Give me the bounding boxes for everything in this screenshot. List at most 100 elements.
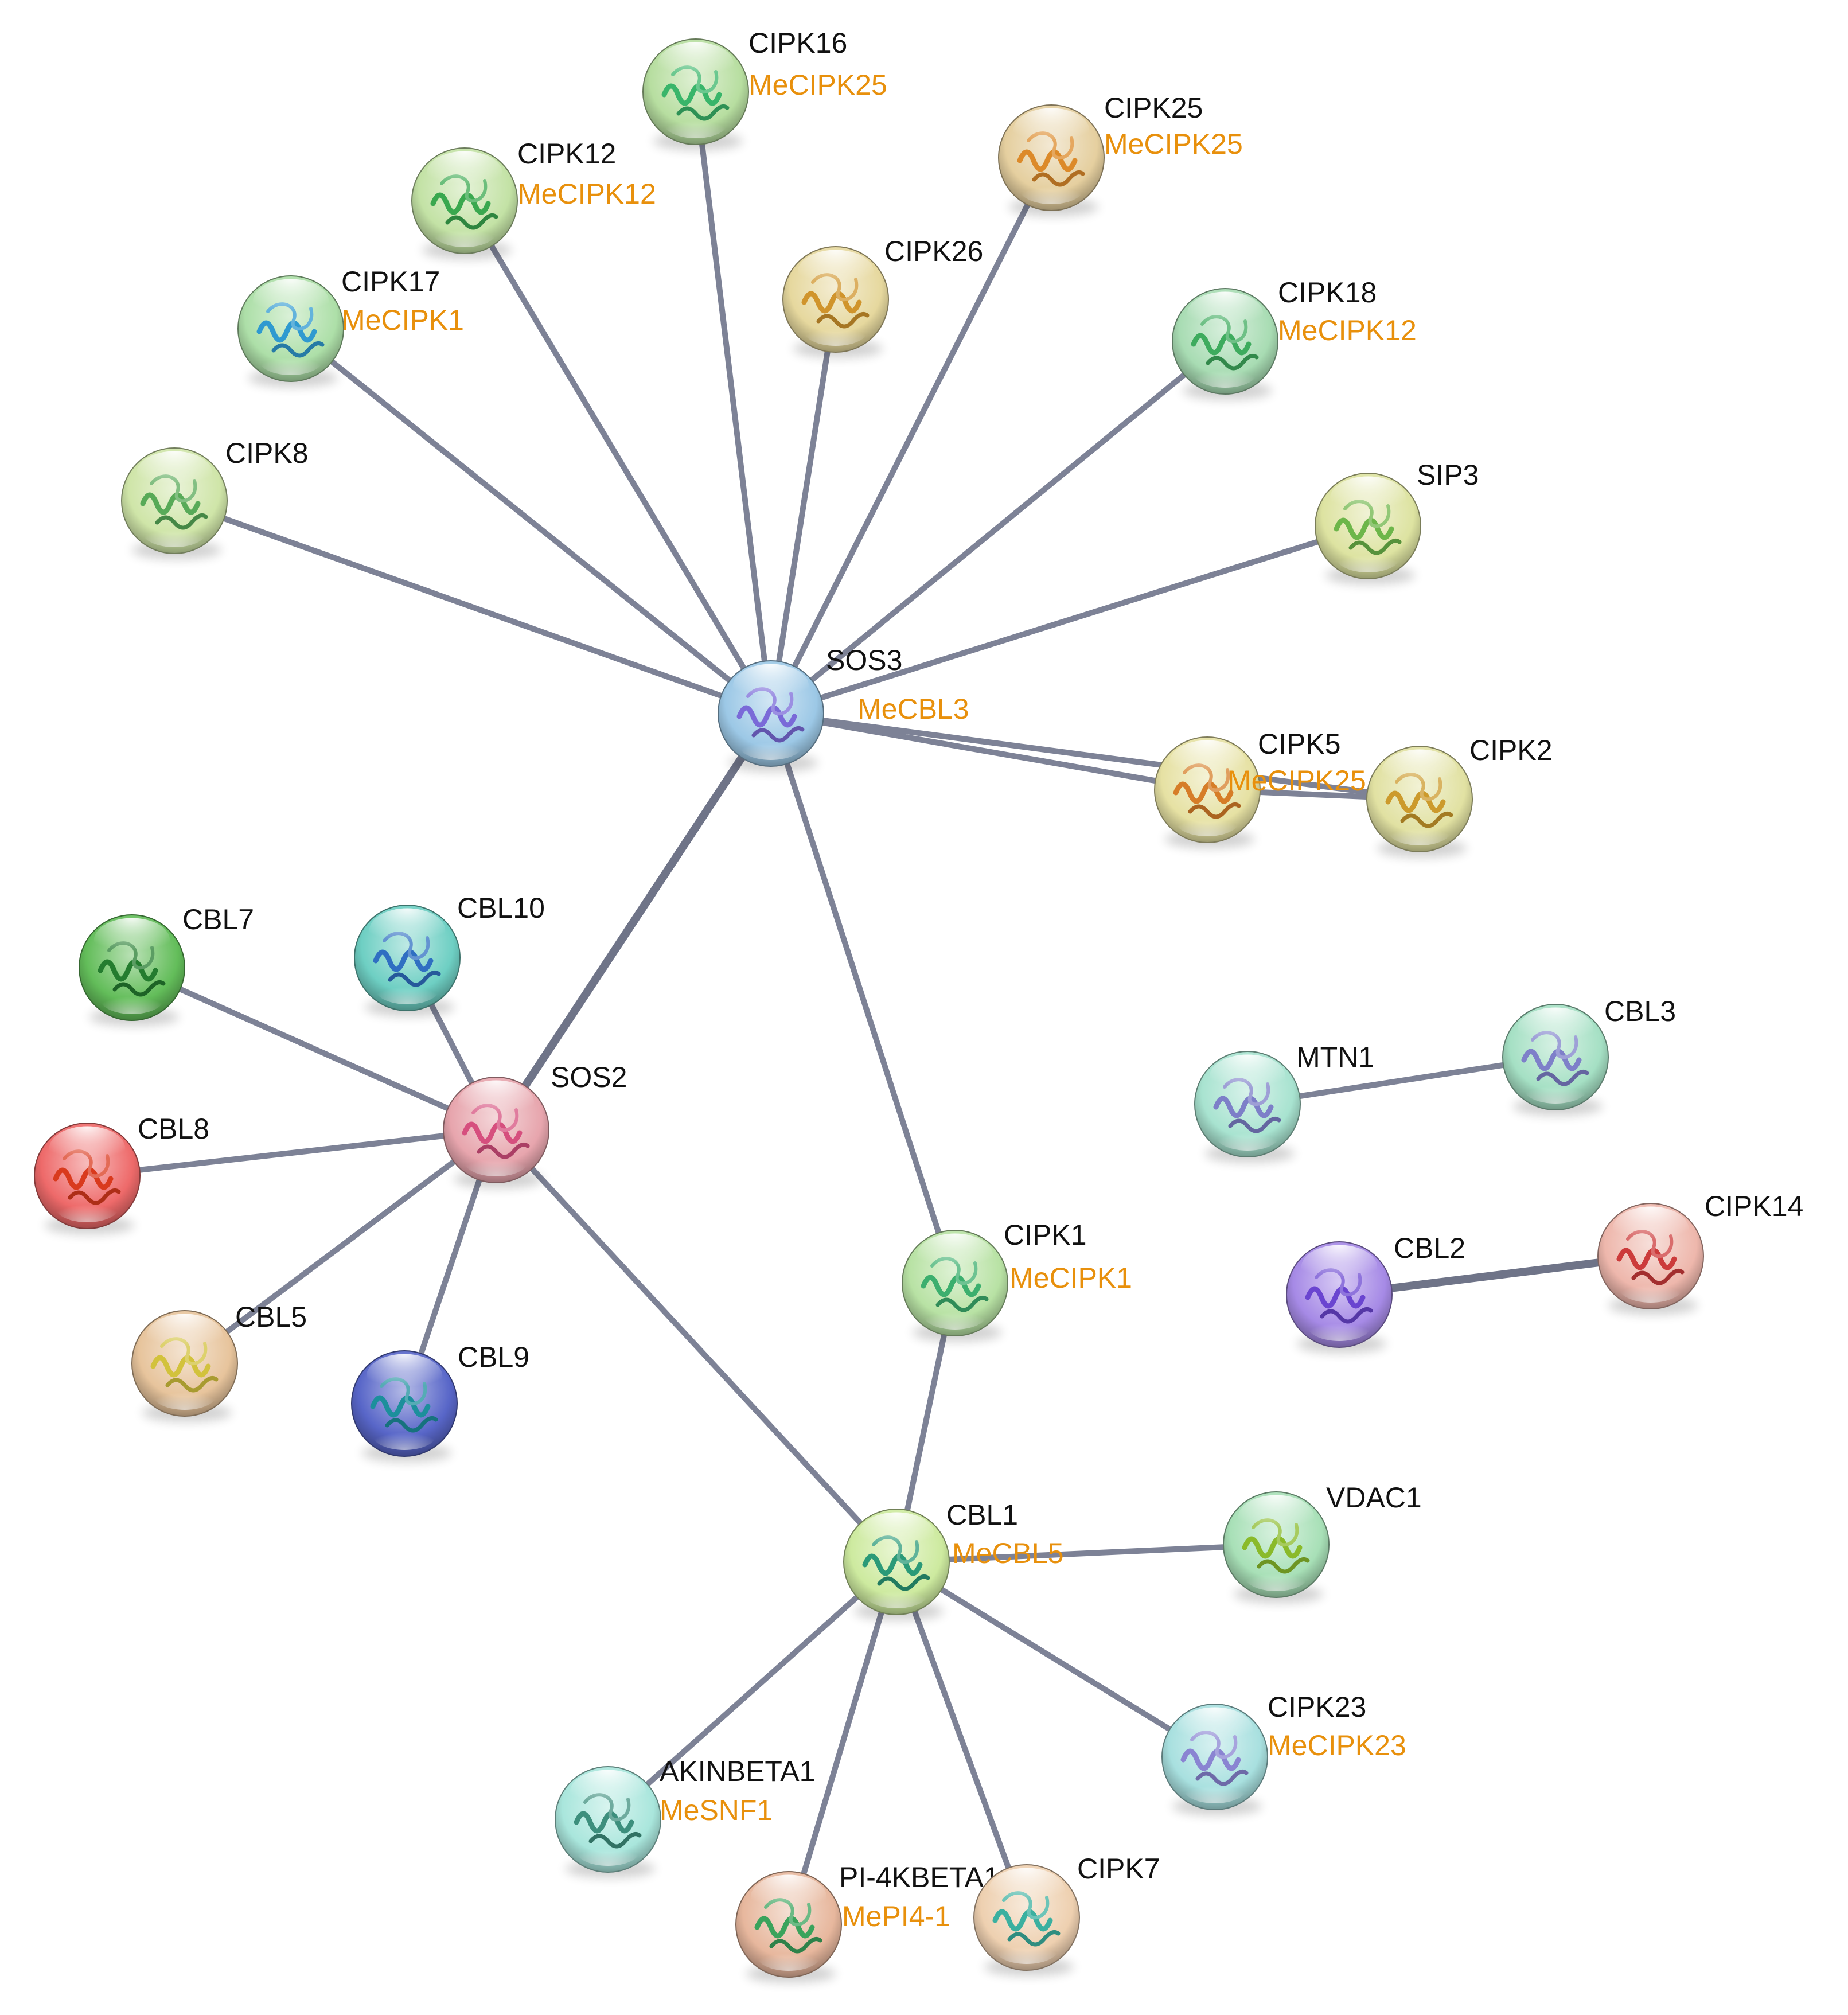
node-gloss — [1330, 476, 1406, 521]
edge-sos3-cipk18 — [769, 339, 1227, 716]
node-glow — [1523, 1074, 1588, 1104]
node-gloss — [458, 1080, 535, 1125]
node-glow — [664, 108, 728, 138]
node-label-cbl9: CBL9 — [458, 1341, 529, 1373]
node-gloss — [657, 42, 734, 87]
node-label-cbl8: CBL8 — [138, 1113, 209, 1145]
node-vdac1[interactable]: VDAC1 — [1223, 1482, 1422, 1603]
node-label-cipk14: CIPK14 — [1705, 1190, 1803, 1222]
node-gloss — [858, 1512, 935, 1557]
node-glow — [1193, 358, 1257, 388]
node-label-cipk1: CIPK1 — [1004, 1219, 1087, 1251]
edge-sos3-cipk12 — [462, 199, 774, 715]
node-cbl2[interactable]: CBL2 — [1286, 1232, 1465, 1353]
node-glow — [1307, 1311, 1371, 1341]
node-cbl3[interactable]: CBL3 — [1502, 995, 1676, 1116]
node-glow — [804, 316, 868, 346]
node-alias-pi4kbeta1: MePI4-1 — [842, 1900, 950, 1932]
node-cbl10[interactable]: CBL10 — [354, 892, 545, 1016]
node-cipk7[interactable]: CIPK7 — [973, 1853, 1160, 1976]
node-alias-cipk16: MeCIPK25 — [748, 69, 887, 101]
node-cipk8[interactable]: CIPK8 — [121, 437, 309, 559]
node-glow — [923, 1300, 987, 1330]
node-gloss — [917, 1233, 993, 1278]
edge-cbl1-pi4kbeta1 — [786, 1561, 899, 1926]
edge-sos3-sos2 — [493, 711, 774, 1132]
edge-sos2-cbl5 — [183, 1127, 498, 1366]
node-cbl9[interactable]: CBL9 — [351, 1341, 529, 1462]
edge-sos3-cipk8 — [173, 498, 772, 716]
node-label-cipk17: CIPK17 — [341, 266, 440, 298]
node-cbl5[interactable]: CBL5 — [131, 1301, 307, 1422]
node-glow — [100, 984, 164, 1014]
node-label-cipk2: CIPK2 — [1469, 734, 1553, 766]
node-gloss — [426, 151, 503, 196]
node-cbl7[interactable]: CBL7 — [79, 903, 254, 1026]
node-gloss — [1517, 1007, 1594, 1052]
node-cipk2[interactable]: CIPK2 — [1366, 734, 1553, 858]
node-gloss — [732, 664, 809, 708]
node-label-cipk25: CIPK25 — [1104, 92, 1203, 124]
node-alias-cipk1: MeCIPK1 — [1009, 1262, 1132, 1294]
node-alias-cipk12: MeCIPK12 — [517, 178, 656, 210]
edge-cbl1-vdac1 — [896, 1542, 1277, 1565]
edge-cbl1-akinbeta1 — [606, 1560, 899, 1822]
edges-layer — [87, 91, 1651, 1926]
edge-sos2-cbl1 — [494, 1128, 899, 1564]
node-label-cipk8: CIPK8 — [225, 437, 309, 469]
edge-sos3-cipk26 — [768, 299, 839, 714]
node-sip3[interactable]: SIP3 — [1315, 459, 1479, 584]
node-label-akinbeta1: AKINBETA1 — [660, 1755, 815, 1787]
node-glow — [375, 975, 439, 1004]
node-label-cbl3: CBL3 — [1604, 995, 1676, 1027]
node-label-cbl10: CBL10 — [457, 892, 545, 924]
node-label-cipk16: CIPK16 — [748, 27, 847, 59]
node-glow — [464, 1147, 528, 1176]
node-label-cipk23: CIPK23 — [1268, 1691, 1366, 1723]
edge-sos3-cipk16 — [693, 91, 774, 714]
node-glow — [864, 1579, 929, 1608]
edge-cbl1-cipk7 — [894, 1561, 1030, 1919]
node-label-cbl7: CBL7 — [182, 903, 254, 936]
node-alias-cipk17: MeCIPK1 — [341, 304, 464, 336]
node-glow — [372, 1420, 436, 1450]
node-alias-cipk23: MeCIPK23 — [1268, 1729, 1406, 1761]
node-glow — [757, 1941, 821, 1971]
node-gloss — [49, 1126, 126, 1171]
node-label-cbl5: CBL5 — [235, 1301, 307, 1333]
node-gloss — [797, 250, 874, 294]
node-gloss — [93, 918, 170, 962]
node-label-sos2: SOS2 — [551, 1061, 627, 1093]
node-cipk26[interactable]: CIPK26 — [782, 235, 983, 358]
node-cbl8[interactable]: CBL8 — [34, 1113, 209, 1234]
node-label-cipk7: CIPK7 — [1077, 1853, 1160, 1885]
node-gloss — [1238, 1495, 1315, 1539]
node-glow — [739, 730, 803, 760]
nodes-layer: SOS3MeCBL3SOS2CIPK16MeCIPK25CIPK25MeCIPK… — [34, 27, 1803, 1983]
node-cipk14[interactable]: CIPK14 — [1597, 1190, 1803, 1315]
node-label-cbl2: CBL2 — [1394, 1232, 1465, 1264]
node-alias-akinbeta1: MeSNF1 — [660, 1794, 773, 1826]
node-alias-cbl1: MeCBL5 — [952, 1537, 1064, 1569]
node-label-cipk12: CIPK12 — [517, 138, 616, 170]
node-glow — [995, 1934, 1059, 1964]
node-sos2[interactable]: SOS2 — [443, 1061, 627, 1188]
node-alias-cipk5: MeCIPK25 — [1227, 765, 1366, 797]
node-label-mtn1: MTN1 — [1296, 1041, 1374, 1073]
node-glow — [1215, 1121, 1280, 1151]
node-gloss — [1187, 291, 1264, 336]
node-mtn1[interactable]: MTN1 — [1194, 1041, 1374, 1163]
